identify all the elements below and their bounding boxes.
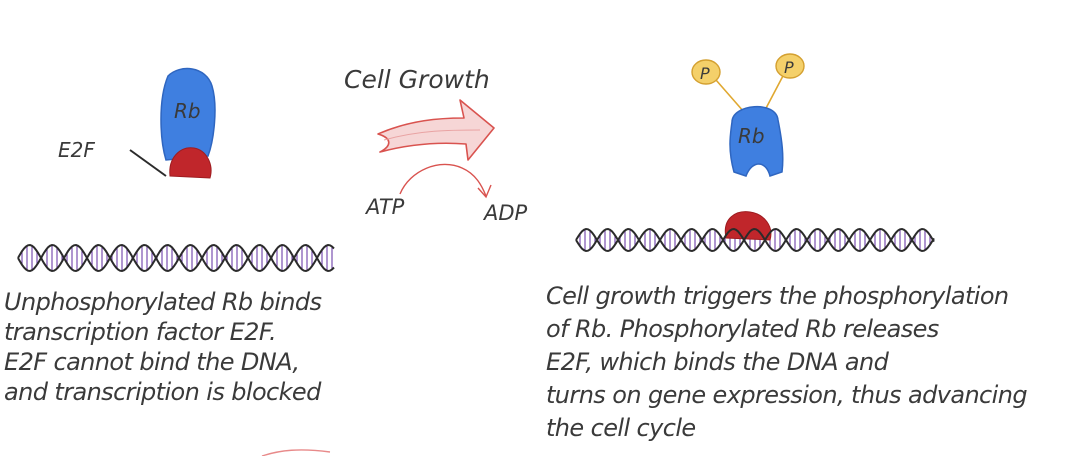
- caption-right-line: E2F, which binds the DNA and: [546, 348, 889, 376]
- dna-rungs-left: [21, 245, 333, 271]
- dna-strand-left-b: [17, 243, 335, 273]
- caption-right: Cell growth triggers the phosphorylation…: [546, 282, 1028, 449]
- phosphate-group-2: [775, 53, 805, 79]
- right-complex: P P Rb: [691, 53, 805, 177]
- rb-label-left: Rb: [174, 99, 201, 123]
- atp-label: ATP: [364, 195, 405, 219]
- caption-right-line: of Rb. Phosphorylated Rb releases: [546, 315, 939, 343]
- rb-protein-left: [160, 67, 216, 161]
- e2f-protein-right: [724, 211, 772, 241]
- rb-label-right: Rb: [738, 124, 765, 148]
- caption-right-line: turns on gene expression, thus advancing: [546, 381, 1028, 409]
- caption-right-line: Cell growth triggers the phosphorylation: [546, 282, 1009, 310]
- phosphate-link-2: [763, 73, 785, 113]
- cell-growth-process: Cell Growth ATP ADP: [344, 65, 528, 225]
- caption-left-line: and transcription is blocked: [4, 378, 321, 406]
- arrow-inner-stroke: [383, 129, 481, 141]
- rb-protein-right: [729, 106, 784, 177]
- dna-right: [575, 211, 935, 253]
- phosphate-link-1: [715, 79, 745, 113]
- caption-left-line: E2F cannot bind the DNA,: [4, 348, 300, 376]
- caption-left-line: transcription factor E2F.: [4, 318, 277, 346]
- dna-strand-right-b: [575, 227, 935, 253]
- e2f-label-left: E2F: [58, 138, 95, 162]
- e2f-pointer-line: [129, 149, 167, 177]
- atp-adp-arrowhead: [477, 184, 492, 199]
- stray-stroke: [261, 449, 331, 456]
- cell-growth-arrow: [377, 99, 495, 161]
- left-complex: Rb E2F: [58, 67, 216, 179]
- dna-left: [17, 243, 335, 273]
- dna-rungs-right: [579, 229, 931, 251]
- atp-adp-curve: [399, 163, 487, 197]
- adp-label: ADP: [482, 201, 528, 225]
- e2f-protein-left: [169, 147, 212, 179]
- caption-left: Unphosphorylated Rb binds transcription …: [4, 288, 322, 410]
- cell-growth-label: Cell Growth: [344, 65, 490, 94]
- dna-strand-left-a: [17, 243, 335, 273]
- phosphate-label-1: P: [700, 64, 710, 83]
- dna-strand-right-a: [575, 227, 935, 253]
- phosphate-group-1: [691, 59, 721, 85]
- caption-left-line: Unphosphorylated Rb binds: [4, 288, 322, 316]
- phosphate-label-2: P: [784, 58, 794, 77]
- caption-right-line: the cell cycle: [546, 414, 696, 442]
